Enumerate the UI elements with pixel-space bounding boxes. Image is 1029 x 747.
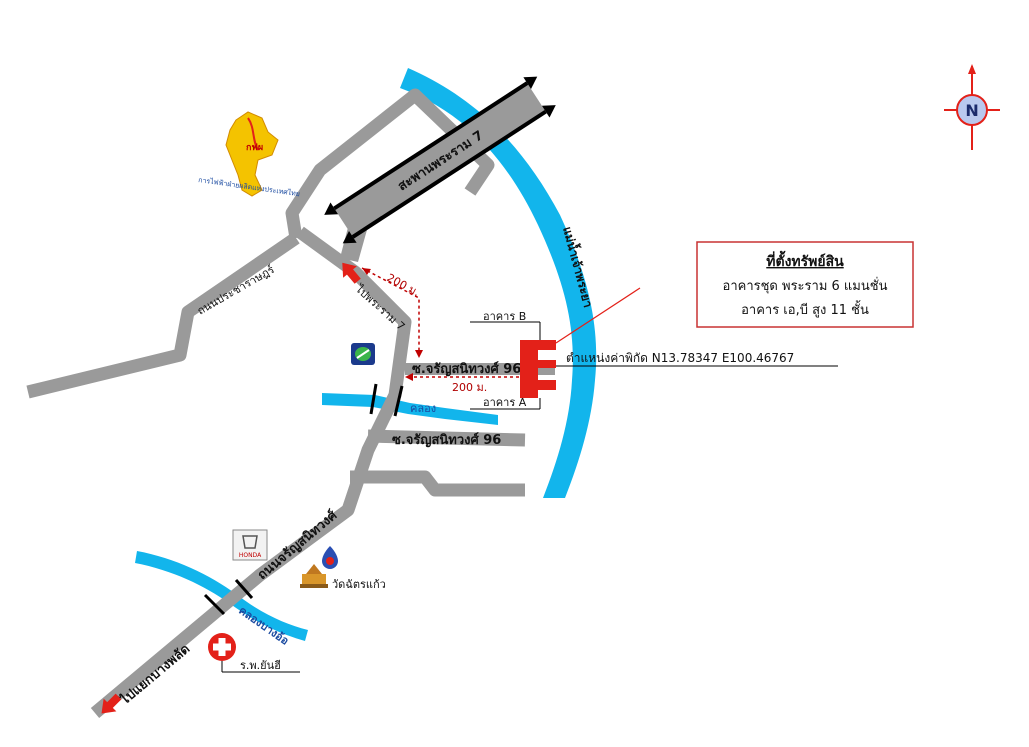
coordinates-label: ตำแหน่งค่าพิกัด N13.78347 E100.46767 <box>566 351 794 365</box>
arrow-down-left-icon <box>101 693 122 714</box>
bank-icon <box>351 343 375 365</box>
info-box <box>696 241 914 328</box>
side-road <box>350 470 525 497</box>
left-road-label: ถนนประชาราษฎร์ <box>195 263 277 318</box>
compass-letter: N <box>965 101 978 120</box>
soi-96-label: ซ.จรัญสนิทวงศ์ 96 <box>392 432 501 448</box>
hospital-label: ร.พ.ยันฮี <box>240 659 281 672</box>
soi-96e-road <box>405 363 555 375</box>
soi-96 <box>367 429 526 447</box>
info-line2: อาคาร เอ,บี สูง 11 ชั้น <box>741 300 869 318</box>
canal-upper <box>322 393 498 425</box>
building-a-label: อาคาร A <box>483 396 527 409</box>
canal-upper-label: คลอง <box>410 402 436 415</box>
bridge-upper-canal <box>369 383 404 417</box>
river <box>400 68 597 498</box>
roads <box>26 88 526 718</box>
gas-station-icon <box>322 546 338 569</box>
info-pointer <box>555 287 641 344</box>
hospital-icon <box>208 633 236 661</box>
to-bangphlat-label: ไปแยกบางพลัด <box>115 640 193 709</box>
egat-logo-text: กฟผ <box>246 142 263 153</box>
info-title: ที่ตั้งทรัพย์สิน <box>766 250 844 270</box>
left-road <box>26 232 300 399</box>
info-line1: อาคารชุด พระราม 6 แมนชั่น <box>723 277 888 294</box>
building-b-label: อาคาร B <box>483 310 526 323</box>
egat-logo: กฟผ การไฟฟ้าฝ่ายผลิตแห่งประเทศไทย <box>198 111 301 198</box>
arrow-up-icon <box>342 262 361 284</box>
temple-icon <box>300 564 328 588</box>
distance-horizontal-label: 200 ม. <box>452 381 487 394</box>
honda-text: HONDA <box>239 552 262 559</box>
temple-label: วัดฉัตรแก้ว <box>332 578 386 591</box>
honda-icon: HONDA <box>232 529 268 561</box>
soi-96e-label: ซ.จรัญสนิทวงศ์ 96/E <box>412 361 535 377</box>
main-road <box>90 226 412 718</box>
compass-icon: N <box>944 64 1000 150</box>
building-marker <box>520 340 556 398</box>
distance-vertical-label: 200 ม. <box>385 271 422 299</box>
canal-lower <box>135 551 308 641</box>
bridge-lower-canal <box>203 579 254 616</box>
loop-road <box>285 88 495 240</box>
